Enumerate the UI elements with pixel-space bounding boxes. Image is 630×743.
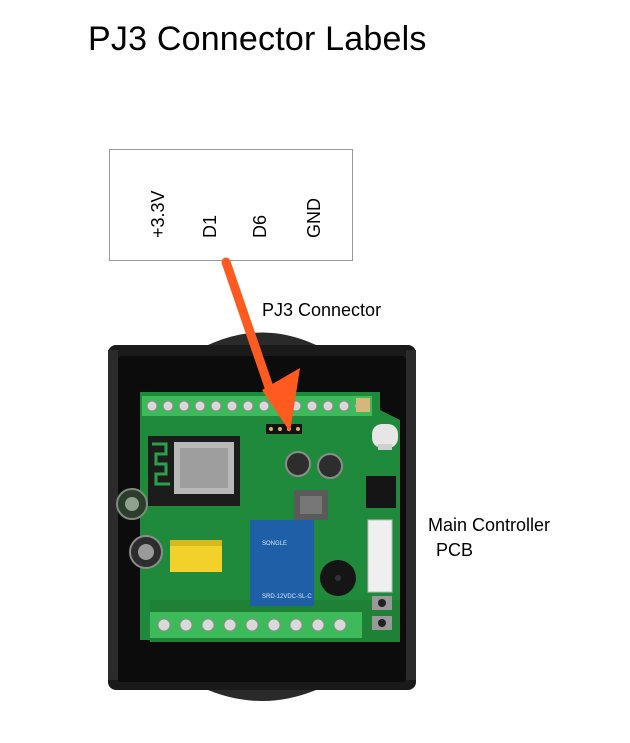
inductor (294, 490, 328, 520)
wifi-module (148, 436, 240, 506)
relay-model: SRD-12VDC-SL-C (262, 594, 312, 600)
white-connector (367, 519, 393, 593)
tactile-buttons (372, 596, 392, 630)
relay: SONGLE SRD-12VDC-SL-C (250, 520, 314, 606)
pcb-label-line1: Main Controller (428, 515, 551, 535)
pj3-connector-label: PJ3 Connector (262, 300, 382, 320)
pin-label-card: +3.3V D1 D6 GND (109, 149, 353, 261)
arrow-shaft (221, 257, 277, 401)
pin-header (366, 476, 396, 508)
top-terminal-block (142, 396, 372, 416)
arrow-head-icon (262, 368, 300, 432)
relay-brand: SONGLE (262, 541, 287, 547)
led (372, 424, 398, 450)
pcb-label-line2: PCB (436, 540, 474, 560)
page-title: PJ3 Connector Labels (88, 20, 427, 58)
transformer (170, 540, 222, 572)
capacitors (116, 451, 343, 569)
bottom-terminal-block (150, 612, 362, 638)
buzzer (320, 560, 356, 596)
